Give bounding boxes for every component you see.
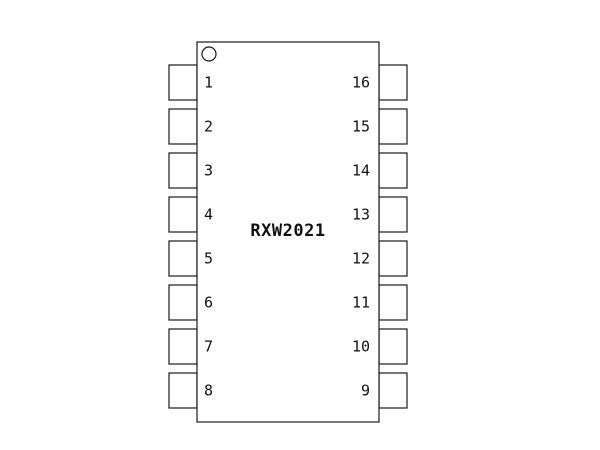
pin-label-14: 14 — [352, 162, 370, 180]
pin-pad-right-10 — [378, 328, 408, 365]
pin-pad-right-15 — [378, 108, 408, 145]
pin-label-7: 7 — [204, 338, 213, 356]
pin-label-10: 10 — [352, 338, 370, 356]
pin-label-1: 1 — [204, 74, 213, 92]
pin-label-11: 11 — [352, 294, 370, 312]
pin-label-9: 9 — [361, 382, 370, 400]
pin-pad-left-4 — [168, 196, 198, 233]
pin-pad-right-13 — [378, 196, 408, 233]
pin-label-13: 13 — [352, 206, 370, 224]
pin-label-3: 3 — [204, 162, 213, 180]
chip-name-label: RXW2021 — [250, 221, 325, 241]
pin-pad-left-3 — [168, 152, 198, 189]
pin-label-5: 5 — [204, 250, 213, 268]
pin-label-15: 15 — [352, 118, 370, 136]
pin-pad-right-12 — [378, 240, 408, 277]
pin-pad-right-14 — [378, 152, 408, 189]
pin-pad-left-5 — [168, 240, 198, 277]
pin-pad-right-9 — [378, 372, 408, 409]
pin-label-16: 16 — [352, 74, 370, 92]
pin-pad-right-16 — [378, 64, 408, 101]
pin-label-6: 6 — [204, 294, 213, 312]
pin-pad-left-1 — [168, 64, 198, 101]
pin-label-8: 8 — [204, 382, 213, 400]
pin1-orientation-marker — [201, 46, 217, 62]
pin-label-4: 4 — [204, 206, 213, 224]
pin-label-12: 12 — [352, 250, 370, 268]
pin-pad-left-2 — [168, 108, 198, 145]
pin-label-2: 2 — [204, 118, 213, 136]
pin-pad-left-7 — [168, 328, 198, 365]
pin-pad-left-6 — [168, 284, 198, 321]
pin-pad-right-11 — [378, 284, 408, 321]
chip-body — [196, 41, 380, 423]
pin-pad-left-8 — [168, 372, 198, 409]
pins-layer — [168, 64, 408, 409]
